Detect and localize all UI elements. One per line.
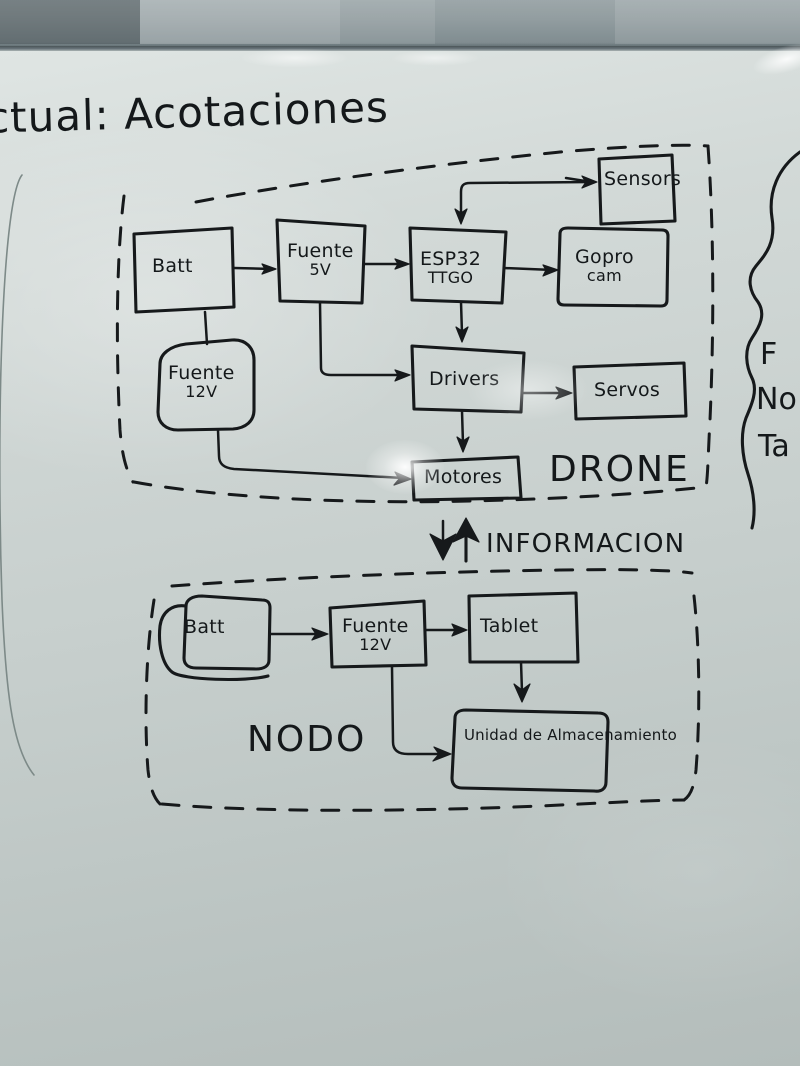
whiteboard-surface: [0, 51, 800, 1066]
wall-panel: [140, 0, 340, 44]
wall-panel: [615, 0, 800, 44]
wall-panel: [340, 0, 435, 44]
wall-band: [0, 0, 800, 48]
wall-panel: [0, 0, 140, 44]
whiteboard-top-edge: [0, 46, 800, 51]
wall-panel: [435, 0, 615, 44]
